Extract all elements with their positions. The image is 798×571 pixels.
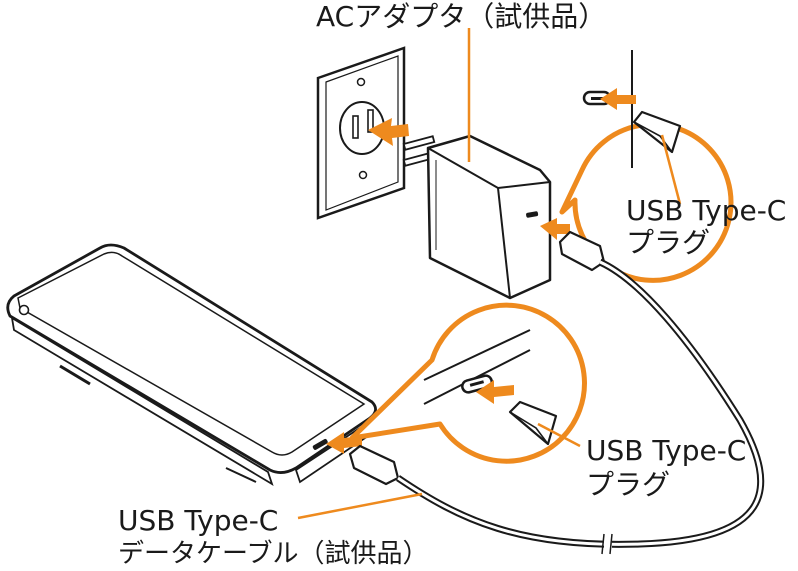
ac-adapter-label: ACアダプタ（試供品） [316, 0, 606, 33]
usb-type-c-cable [348, 230, 765, 555]
wall-outlet-icon [316, 46, 406, 220]
plug-mid-label-line1: USB Type-C [586, 434, 746, 467]
smartphone-icon [6, 243, 377, 487]
cable-label-line1: USB Type-C [118, 504, 278, 537]
callout-middle [349, 302, 587, 464]
insert-arrow-icon [540, 218, 570, 240]
cable-label-line2: データケーブル（試供品） [118, 539, 428, 569]
ac-adapter-icon [402, 134, 552, 300]
plug-top-label-line2: プラグ [626, 226, 710, 259]
plug-mid-label-line2: プラグ [586, 468, 670, 501]
insert-arrow-icon [368, 118, 409, 146]
plug-top-label-line1: USB Type-C [626, 194, 786, 227]
